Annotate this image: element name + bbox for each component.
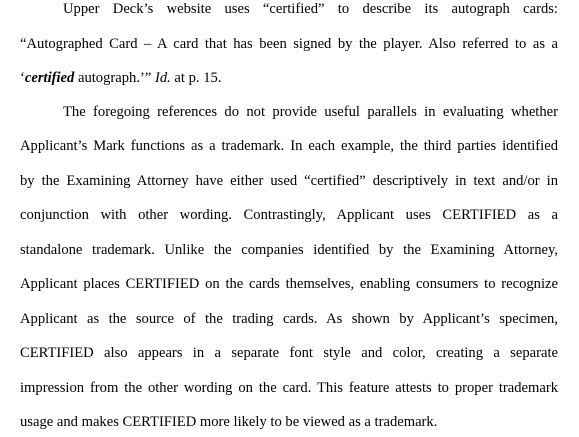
paragraph-2-line-1: The foregoing references do not provide … [63,104,558,120]
paragraph-2-line-8: CERTIFIED also appears in a separate fon… [20,345,558,361]
open-quote: ‘ [20,70,25,86]
paragraph-2-line-7: Applicant as the source of the trading c… [20,311,558,327]
quote-close-text: autograph.’” [74,70,155,86]
paragraph-2-line-5: standalone trademark. Unlike the compani… [20,242,558,258]
paragraph-2-line-9: impression from the other wording on the… [20,380,558,396]
paragraph-2-line-2: Applicant’s Mark functions as a trademar… [20,138,558,154]
citation-page: at p. 15. [170,70,222,86]
paragraph-2-line-3: by the Examining Attorney have either us… [20,173,558,189]
paragraph-1-line-3: ‘certified autograph.’” Id. at p. 15. [20,69,558,87]
paragraph-2-line-4: conjunction with other wording. Contrast… [20,207,558,223]
paragraph-1-line-2: “Autographed Card – A card that has been… [20,36,558,52]
emphasized-word: certified [24,70,75,86]
paragraph-2-line-6: Applicant places CERTIFIED on the cards … [20,276,558,292]
citation-id: Id. [154,70,171,86]
paragraph-1-line-1: Upper Deck’s website uses “certified” to… [63,1,558,17]
paragraph-2-line-10: usage and makes CERTIFIED more likely to… [20,414,438,430]
